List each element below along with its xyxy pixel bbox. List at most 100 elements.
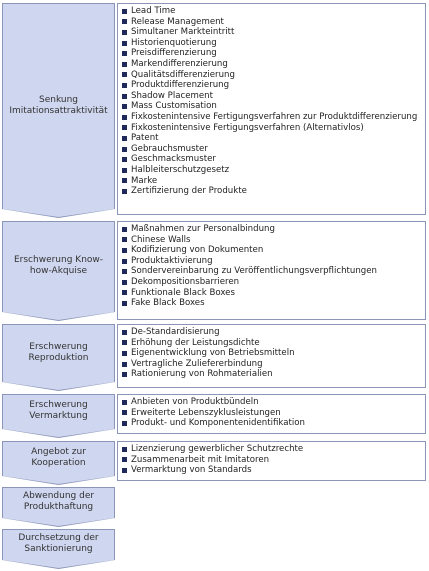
measure-item: Mass Customisation xyxy=(122,101,425,112)
square-bullet-icon xyxy=(122,258,127,264)
measure-text: Simultaner Markteintritt xyxy=(131,27,235,38)
square-bullet-icon xyxy=(122,350,127,356)
square-bullet-icon xyxy=(122,61,127,67)
stage-chevron: Senkung Imitationsattraktivität xyxy=(3,4,114,217)
stage-label: Senkung Imitationsattraktivität xyxy=(9,94,108,116)
measure-item: Erhöhung der Leistungsdichte xyxy=(122,338,425,349)
square-bullet-icon xyxy=(122,19,127,25)
measure-text: Produkt- und Komponentenidentifikation xyxy=(131,418,305,429)
square-bullet-icon xyxy=(122,167,127,173)
measure-item: Shadow Placement xyxy=(122,91,425,102)
measure-text: Maßnahmen zur Personalbindung xyxy=(131,224,275,234)
square-bullet-icon xyxy=(122,247,127,253)
measure-item: Fixkostenintensive Fertigungsverfahren (… xyxy=(122,123,425,134)
measure-text: Preisdifferenzierung xyxy=(131,48,217,59)
measure-text: Funktionale Black Boxes xyxy=(131,287,235,298)
measure-text: Markendifferenzierung xyxy=(131,58,228,69)
square-bullet-icon xyxy=(122,188,127,194)
square-bullet-icon xyxy=(122,40,127,46)
square-bullet-icon xyxy=(122,457,127,463)
square-bullet-icon xyxy=(122,290,127,296)
square-bullet-icon xyxy=(122,467,127,473)
square-bullet-icon xyxy=(122,157,127,163)
square-bullet-icon xyxy=(122,300,127,306)
measure-text: Anbieten von Produktbündeln xyxy=(131,397,259,407)
measure-item: Erweiterte Lebenszyklusleistungen xyxy=(122,408,425,419)
measure-item: Qualitätsdifferenzierung xyxy=(122,70,425,81)
measure-item: Produktdifferenzierung xyxy=(122,80,425,91)
measure-item: Rationierung von Rohmaterialien xyxy=(122,369,425,380)
measure-item: Sondervereinbarung zu Veröffentlichungsv… xyxy=(122,266,425,277)
measure-item: Produktaktivierung xyxy=(122,256,425,267)
square-bullet-icon xyxy=(122,8,127,14)
measure-text: Lead Time xyxy=(131,6,176,16)
stage-label: Erschwerung Reproduktion xyxy=(28,341,89,363)
measure-text: Shadow Placement xyxy=(131,90,213,101)
square-bullet-icon xyxy=(122,237,127,243)
square-bullet-icon xyxy=(122,146,127,152)
measure-text: Fixkostenintensive Fertigungsverfahren (… xyxy=(131,122,364,133)
square-bullet-icon xyxy=(122,226,127,232)
measure-item: Kodifizierung von Dokumenten xyxy=(122,245,425,256)
measure-item: Release Management xyxy=(122,17,425,28)
measure-text: Zusammenarbeit mit Imitatoren xyxy=(131,454,270,465)
measure-text: Dekompositionsbarrieren xyxy=(131,276,240,287)
measure-text: Produktaktivierung xyxy=(131,255,213,266)
measure-item: Lead Time xyxy=(122,6,425,17)
measure-item: Lizenzierung gewerblicher Schutzrechte xyxy=(122,444,425,455)
square-bullet-icon xyxy=(122,178,127,184)
square-bullet-icon xyxy=(122,399,127,405)
stage-chevron: Erschwerung Vermarktung xyxy=(3,395,114,437)
measure-text: Produktdifferenzierung xyxy=(131,80,230,91)
measure-text: Erhöhung der Leistungsdichte xyxy=(131,337,260,348)
stage-label: Durchsetzung der Sanktionierung xyxy=(18,533,99,554)
measure-item: Vertragliche Zuliefererbindung xyxy=(122,359,425,370)
measure-text: Fake Black Boxes xyxy=(131,298,205,309)
measure-text: Vertragliche Zuliefererbindung xyxy=(131,358,263,369)
square-bullet-icon xyxy=(122,340,127,346)
square-bullet-icon xyxy=(122,269,127,275)
measure-item: De-Standardisierung xyxy=(122,327,425,338)
stage-label: Abwendung der Produkthaftung xyxy=(22,491,95,512)
measure-text: Historienquotierung xyxy=(131,37,217,48)
measure-item: Gebrauchsmuster xyxy=(122,144,425,155)
measure-item: Simultaner Markteintritt xyxy=(122,27,425,38)
square-bullet-icon xyxy=(122,72,127,78)
measure-item: Preisdifferenzierung xyxy=(122,48,425,59)
square-bullet-icon xyxy=(122,104,127,110)
measure-text: Rationierung von Rohmaterialien xyxy=(131,369,273,380)
measure-item: Chinese Walls xyxy=(122,235,425,246)
measure-text: Kodifizierung von Dokumenten xyxy=(131,245,264,256)
square-bullet-icon xyxy=(122,135,127,141)
measure-text: Chinese Walls xyxy=(131,234,191,245)
measure-text: Fixkostenintensive Fertigungsverfahren z… xyxy=(131,111,418,122)
measure-item: Anbieten von Produktbündeln xyxy=(122,397,425,408)
measure-text: Geschmacksmuster xyxy=(131,154,216,165)
measure-item: Vermarktung von Standards xyxy=(122,465,425,476)
measure-item: Marke xyxy=(122,176,425,187)
square-bullet-icon xyxy=(122,361,127,367)
measure-item: Produkt- und Komponentenidentifikation xyxy=(122,418,425,429)
stage-chevron: Angebot zur Kooperation xyxy=(3,442,114,484)
measure-text: Lizenzierung gewerblicher Schutzrechte xyxy=(131,444,304,454)
square-bullet-icon xyxy=(122,329,127,335)
measure-item: Fixkostenintensive Fertigungsverfahren z… xyxy=(122,112,425,123)
stage-chevron: Durchsetzung der Sanktionierung xyxy=(3,530,114,568)
measure-item: Halbleiterschutzgesetz xyxy=(122,165,425,176)
square-bullet-icon xyxy=(122,51,127,57)
measure-text: Release Management xyxy=(131,16,224,27)
measure-text: Erweiterte Lebenszyklusleistungen xyxy=(131,407,281,418)
measure-text: Marke xyxy=(131,175,158,186)
stage-chevron: Abwendung der Produkthaftung xyxy=(3,488,114,526)
stage-chevron: Erschwerung Know-how-Akquise xyxy=(3,222,114,320)
